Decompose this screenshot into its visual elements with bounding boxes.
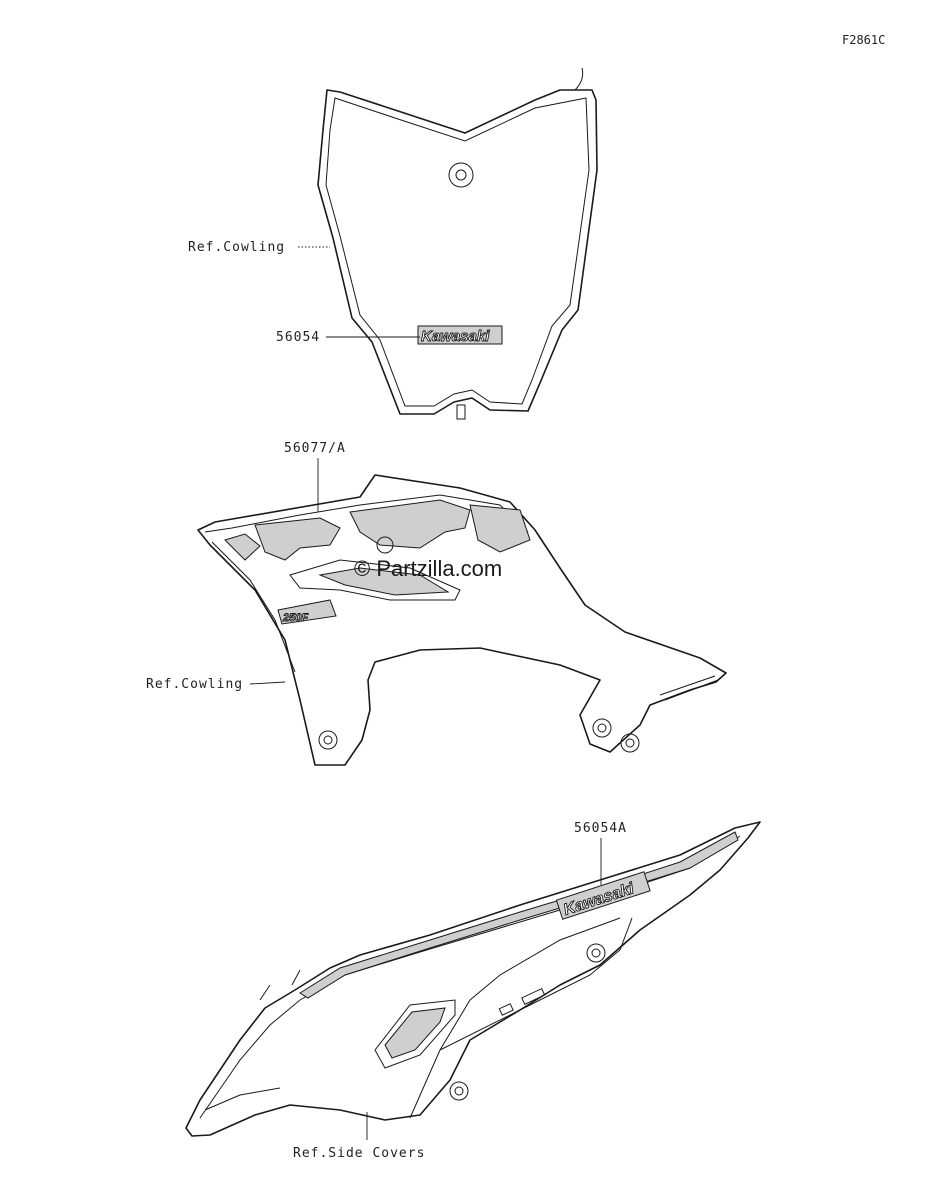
shroud-ref-cowling-label: Ref.Cowling (146, 677, 243, 692)
side-decal-number-label: 56054A (574, 821, 627, 836)
front-decal-brand: Kawasaki (421, 328, 490, 345)
watermark-text: © Partzilla.com (354, 556, 502, 581)
shroud-decal-number-label: 56077/A (284, 441, 346, 456)
radiator-shroud-icon: 250F (197, 474, 727, 766)
front-number-plate-icon: Kawasaki (317, 67, 598, 420)
figure-code: F2861C (842, 33, 885, 47)
shroud-ref-leader (249, 681, 286, 685)
shroud-model-decal: 250F (282, 612, 308, 624)
front-ref-cowling-label: Ref.Cowling (188, 240, 285, 255)
front-decal-number-label: 56054 (276, 330, 320, 345)
side-cover-icon: Kawasaki (185, 821, 761, 1137)
front-kawasaki-decal (417, 325, 503, 345)
side-ref-cover-label: Ref.Side Covers (293, 1146, 425, 1161)
